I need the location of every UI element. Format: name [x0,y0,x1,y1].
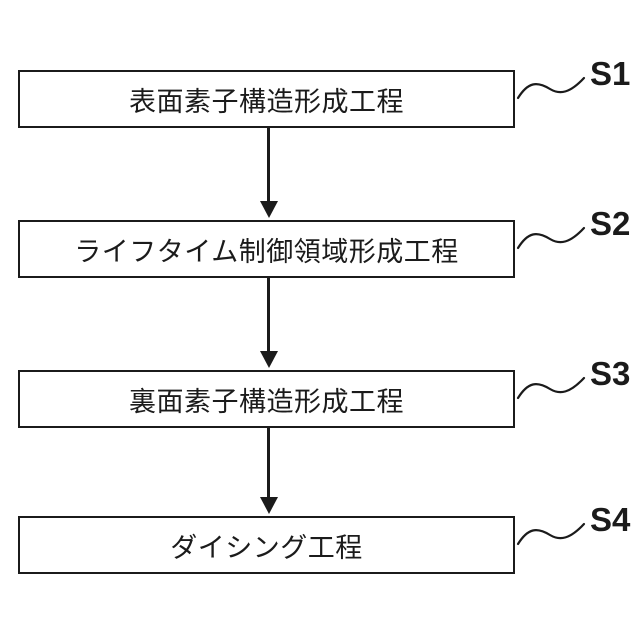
process-box-s2: ライフタイム制御領域形成工程 [18,220,515,278]
step-ref-s2: S2 [590,205,631,242]
down-arrow-3 [259,427,278,514]
process-box-s2-label: ライフタイム制御領域形成工程 [74,236,459,267]
down-arrow-3-head-icon [259,497,278,514]
down-arrow-3-shaft [267,427,270,497]
down-arrow-2-shaft [267,277,270,351]
process-box-s4-label: ダイシング工程 [170,532,363,563]
step-ref-s1: S1 [590,55,631,92]
down-arrow-1-shaft [267,127,270,201]
squiggle-connector-s3 [516,376,586,400]
step-ref-s3: S3 [590,355,631,392]
process-box-s3-label: 裏面素子構造形成工程 [129,386,404,417]
squiggle-connector-s1 [516,76,586,100]
down-arrow-2 [259,277,278,368]
squiggle-connector-s2 [516,226,586,250]
process-box-s4: ダイシング工程 [18,516,515,574]
process-box-s1: 表面素子構造形成工程 [18,70,515,128]
down-arrow-2-head-icon [259,351,278,368]
step-ref-s4: S4 [590,501,631,538]
squiggle-connector-s4 [516,522,586,546]
down-arrow-1 [259,127,278,218]
down-arrow-1-head-icon [259,201,278,218]
process-box-s3: 裏面素子構造形成工程 [18,370,515,428]
process-box-s1-label: 表面素子構造形成工程 [129,86,404,117]
